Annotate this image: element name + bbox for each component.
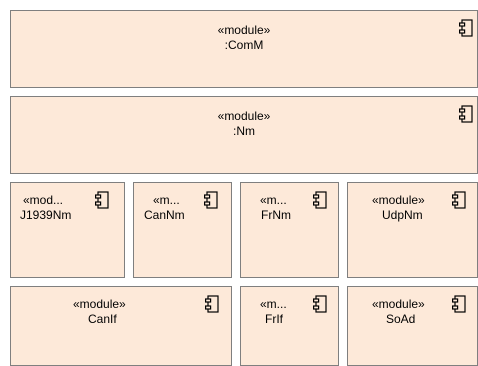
module-comm[interactable]: «module» :ComM [10,10,478,88]
stereotype-label: «module» [372,297,425,311]
stereotype-label: «m... [153,193,180,207]
module-soad[interactable]: «module» SoAd [347,286,478,366]
stereotype-label: «module» [217,23,271,37]
component-icon [452,295,466,313]
component-icon [204,191,218,209]
module-name: CanNm [144,208,185,222]
module-name: UdpNm [382,208,423,222]
stereotype-label: «m... [260,193,287,207]
module-j1939nm[interactable]: «mod... J1939Nm [10,182,125,278]
stereotype-label: «module» [372,193,425,207]
component-icon [459,105,473,123]
module-name: :ComM [224,38,264,52]
module-name: FrIf [265,312,283,326]
component-icon [459,19,473,37]
stereotype-label: «m... [260,297,287,311]
module-frnm[interactable]: «m... FrNm [240,182,339,278]
module-name: SoAd [386,312,416,326]
component-icon [313,295,327,313]
module-nm[interactable]: «module» :Nm [10,96,478,174]
module-cannm[interactable]: «m... CanNm [133,182,232,278]
module-udpnm[interactable]: «module» UdpNm [347,182,478,278]
component-icon [205,295,219,313]
module-name: J1939Nm [20,208,72,222]
module-name: FrNm [261,208,291,222]
stereotype-label: «mod... [23,193,64,207]
stereotype-label: «module» [217,109,271,123]
stereotype-label: «module» [73,297,126,311]
module-canif[interactable]: «module» CanIf [10,286,232,366]
component-icon [95,191,109,209]
module-name: :Nm [233,124,255,138]
component-icon [452,191,466,209]
module-name: CanIf [88,312,117,326]
component-icon [313,191,327,209]
module-frif[interactable]: «m... FrIf [240,286,339,366]
